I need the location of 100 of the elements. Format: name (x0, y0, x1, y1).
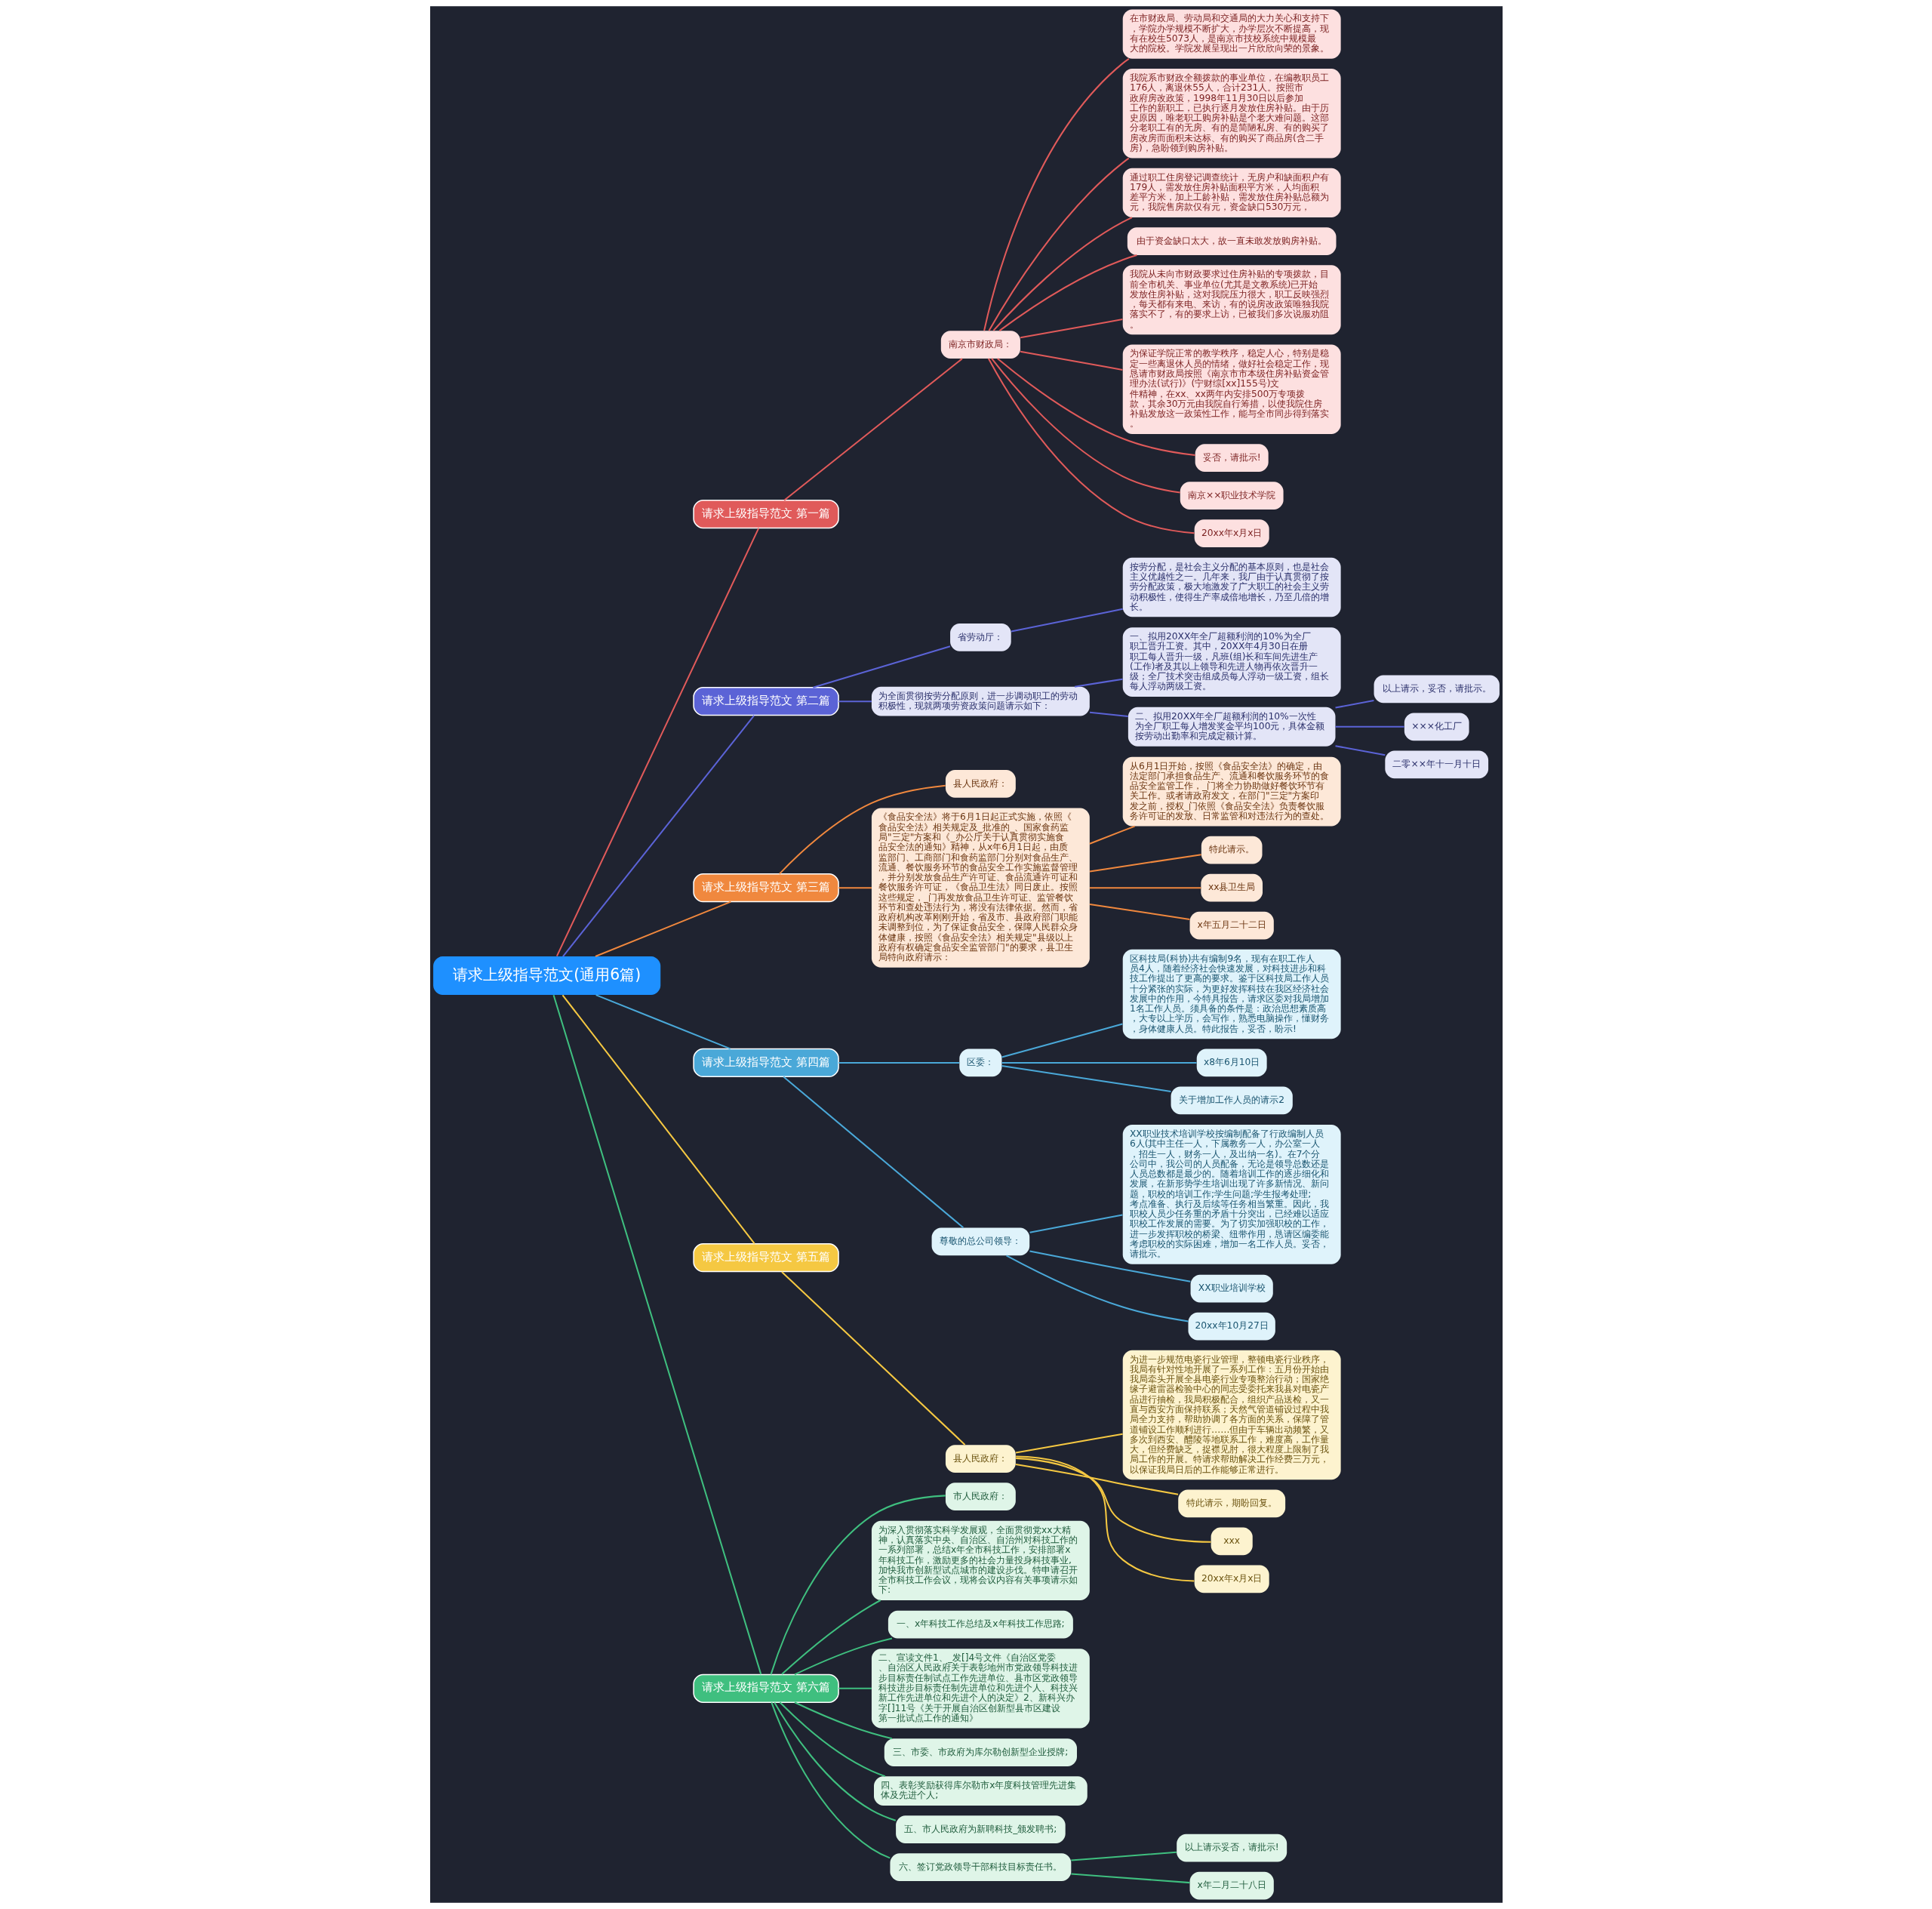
connector (983, 58, 1129, 331)
node-box: 一、x年科技工作总结及x年科技工作思路; (888, 1610, 1073, 1639)
connector (778, 784, 946, 875)
node-box: 按劳分配，是社会主义分配的基本原则，也是社会主义优越性之一。几年来，我厂由于认真贯彻了按劳分配政策，极大地激发了广大职工的社会主义劳动积极性，使得生产率成倍地增长，乃至几倍的增长。 (1122, 557, 1341, 617)
connector (555, 528, 759, 957)
connector (595, 994, 731, 1050)
connector (561, 715, 755, 957)
connector (838, 887, 872, 889)
node-box: 尊敬的总公司领导： (931, 1227, 1029, 1256)
node-box: xxx (1211, 1527, 1253, 1556)
connector (1070, 1851, 1177, 1861)
connector (561, 994, 755, 1245)
connector (780, 1600, 881, 1675)
connector (1011, 608, 1123, 633)
node-box: 请求上级指导范文 第三篇 (692, 873, 839, 903)
node-box: 五、市人民政府为新聘科技_颁发聘书; (895, 1815, 1066, 1844)
connector (996, 358, 1195, 457)
node-box: 妥否，请批示! (1195, 444, 1269, 472)
connector (1020, 350, 1123, 371)
node-box: 南京××职业技术学院 (1180, 482, 1284, 510)
connector (838, 700, 872, 703)
node-box: 《食品安全法》将于6月1日起正式实施，依照《食品安全法》相关规定及_批准的_、国家食药监局"三定"方案和《_办公厅关于认真贯彻实施食品安全法的通知》精神，从x年6月1日起，由质监部门、工商部门和食药监部门分别对食品生产、流通、餐饮服务环节的食品安全工作实施监督管理，并分别发放食品生产许可证、食品流通许可证和餐饮服务许可证，《食品卫生法》同日废止。按照这些规定，_门再发放食品卫生许可证、监管餐饮环节和查处违法行为，将没有法律依据。然而，省政府机构改革刚刚开始，省及市、县政府部门职能未调整到位，为了保证食品安全，保障人民群众身体健康，按照《食品安全法》相关规定"县级以上政府有权确定食品安全监管部门"的要求，县卫生局特向政府请示： (871, 808, 1090, 968)
connector (552, 995, 761, 1675)
connector (838, 1687, 872, 1689)
connector (990, 358, 1180, 494)
node-box: 二零××年十一月十日 (1384, 750, 1488, 779)
node-box: 关于增加工作人员的请示2 (1171, 1086, 1293, 1115)
connector (992, 217, 1132, 331)
node-box: 特此请示，期盼回复。 (1177, 1489, 1285, 1518)
node-box: 以上请示妥否，请批示! (1176, 1834, 1287, 1862)
node-box: 三、市委、市政府为库尔勒创新型企业授牌; (884, 1738, 1077, 1766)
connector (838, 1061, 959, 1064)
connector (794, 1637, 892, 1676)
node-box: 为深入贯彻落实科学发展观，全面贯彻党xx大精神，认真落实中央、自治区、自治州对科技工作的一系列部署，总结x年全市科技工作，安排部署x年科技工作，激励更多的社会力量投身科技事业,加快我市创新型试点城市的建设步伐。特申请召开全市科技工作会议，现将会议内容有关事项请示如下: (871, 1520, 1090, 1600)
node-box: 县人民政府： (945, 1445, 1016, 1473)
node-box: 20xx年10月27日 (1188, 1312, 1275, 1341)
connector (783, 1076, 964, 1229)
node-box: 通过职工住房登记调查统计，无房户和缺面积户有179人，需发放住房补贴面积平方米，人均面积差平方米，加上工龄补贴，需发放住房补贴总额为元，我院售房款仅有元，资金缺口530万元， (1122, 168, 1341, 218)
connector (988, 157, 1129, 331)
node-box: 南京市财政局： (940, 331, 1020, 359)
node-box: x年五月二十二日 (1189, 911, 1274, 940)
node-box: 四、表彰奖励获得库尔勒市x年度科技管理先进集体及先进个人; (873, 1776, 1088, 1806)
connector (1089, 887, 1201, 889)
node-box: 在市财政局、劳动局和交通局的大力关心和支持下，学院办学规模不断扩大，办学层次不断提高，现有在校生5073人，是南京市技校系统中规模最大的院校。学院发展呈现出一片欣欣向荣的景象。 (1122, 9, 1341, 59)
connector (1020, 319, 1123, 339)
node-box: 市人民政府： (945, 1483, 1016, 1511)
connector (1334, 745, 1385, 756)
connector (987, 358, 1195, 534)
connector (1335, 725, 1404, 728)
node-box: 请求上级指导范文 第六篇 (692, 1673, 839, 1703)
node-box: xx县卫生局 (1200, 873, 1263, 902)
node-box: 区科技局(科协)共有编制9名，现有在职工作人员4人，随着经济社会快速发展，对科技进步和科技工作提出了更高的要求。鉴于区科技局工作人员十分紧张的实际，为更好发挥科技在我区经济社会发展中的作用，今特具报告，请求区委对我局增加1名工作人员。须具备的条件是：政治思想素质高，大专以上学历，会写作，熟悉电脑操作，懂财务，身体健康人员。特此报告，妥否，盼示! (1122, 949, 1341, 1039)
node-box: x8年6月10日 (1196, 1048, 1267, 1077)
connector (1015, 1455, 1194, 1582)
node-box: 我院从未向市财政要求过住房补贴的专项拨款，目前全市机关、事业单位(尤其是文教系统)已开始发放住房补贴，这对我院压力很大，职工反映强烈，每天都有来电、来访，有的说房改政策唯独我院落实不了，有的要求上访，已被我们多次说服劝阻。 (1122, 265, 1341, 335)
connector (1001, 1023, 1123, 1058)
node-box: 由于资金缺口太大，故一直未敢发放购房补贴。 (1127, 227, 1336, 256)
connector (780, 1271, 965, 1446)
connector (770, 1701, 890, 1859)
node-box: 二、宣读文件1、_发[]4号文件《自治区党委、自治区人民政府关于表彰地州市党政领导科技进步目标责任制试点工作先进单位、县市区党政领导科技进步目标责任制先进单位和先进个人、科技兴新工作先进单位和先进个人的决定》2、新科兴办字[]11号《关于开展自治区创新型县市区建设第一批试点工作的通知》 (871, 1649, 1090, 1729)
connector (1089, 825, 1135, 845)
connector (1001, 1061, 1196, 1064)
connector (794, 1701, 892, 1740)
node-box: XX职业技术培训学校按编制配备了行政编制人员6人(其中主任一人，下属教务一人，办公室一人，招生一人，财务一人，及出纳一名)。在7个分公司中，我公司的人员配备，无论是领导总数还是人员总数都是最少的。随着培训工作的逐步细化和发展，在新形势学生培训出现了许多新情况、新问题，职校的培训工作;学生问题;学生报考处理;考点准备、执行及后续等任务相当繁重。因此，我职校人员少任务重的矛盾十分突出，已经难以适应职校工作发展的需要。为了切实加强职校的工作，进一步发挥职校的桥梁、纽带作用，恳请区编委能考虑职校的实际困难，增加一名工作人员。妥否，请批示。 (1122, 1125, 1341, 1264)
node-box: 六、签订党政领导干部科技目标责任书。 (889, 1853, 1071, 1882)
node-box: 请求上级指导范文 第五篇 (692, 1243, 839, 1273)
node-box: 20xx年x月x日 (1194, 519, 1269, 547)
connector (1029, 1250, 1190, 1282)
connector (779, 1701, 885, 1778)
node-box: 从6月1日开始，按照《食品安全法》的确定，由法定部门承担食品生产、流通和餐饮服务环节的食品安全监管工作，_门将全力协助做好餐饮环节有关工作。或者请政府发文，在部门"三定"方案印发之前，授权_门依照《食品安全法》负责餐饮服务许可证的发放、日常监管和对违法行为的查处。 (1122, 756, 1341, 827)
connector (595, 901, 731, 957)
connector (773, 1701, 896, 1821)
node-box: 二、拟用20XX年全厂超额利润的10%一次性为全厂职工每人增发奖金平均100元，具体金额按劳动出勤率和完成定额计算。 (1128, 707, 1335, 747)
connector (1015, 1433, 1123, 1454)
node-box: 区委： (958, 1048, 1001, 1077)
connector (1334, 700, 1374, 709)
node-box: 请求上级指导范文(通用6篇) (432, 956, 660, 996)
connector (1089, 903, 1190, 920)
node-box: 特此请示。 (1201, 836, 1262, 864)
node-box: 为全面贯彻按劳分配原则，进一步调动职工的劳动积极性，现就两项劳资政策问题请示如下： (871, 686, 1090, 716)
node-box: 为进一步规范电瓷行业管理，整顿电瓷行业秩序，我局有针对性地开展了一系列工作：五月份开始由我局牵头开展全县电瓷行业专项整治行动；国家绝缘子避雷器检验中心的同志受委托来我县对电瓷产品进行抽检，我局积极配合，组织产品送检，又一直与西安方面保持联系；天然气管道铺设过程中我局全力支持，帮助协调了各方面的关系，保障了管道铺设工作顺利进行……但由于车辆出动频繁，又多次到西安、醴陵等地联系工作，难度高，工作量大，但经费缺乏，捉襟见肘，很大程度上限制了我局工作的开展。特请求帮助解决工作经费三万元，以保证我局日后的工作能够正常进行。 (1122, 1350, 1341, 1480)
connector (1089, 711, 1128, 717)
node-box: 请求上级指导范文 第二篇 (692, 687, 839, 716)
node-box: 以上请示，妥否，请批示。 (1374, 675, 1500, 704)
connector (1005, 1255, 1189, 1322)
connector (1001, 1065, 1171, 1092)
node-box: 请求上级指导范文 第一篇 (692, 499, 839, 529)
connector (1089, 854, 1201, 873)
node-box: 为保证学院正常的教学秩序，稳定人心，特别是稳定一些离退休人员的情绪，做好社会稳定工作，现恳请市财政局按照《南京市市本级住房补贴资金管理办法(试行)》(宁财综[xx]155号)文件精神，在xx、xx两年内安排500万专项拨款，其余30万元由我院自行筹措，以使我院住房补贴发放这一政策性工作，能与全市同步得到落实。 (1122, 344, 1341, 434)
node-box: 请求上级指导范文 第四篇 (692, 1048, 839, 1078)
node-box: 省劳动厅： (949, 624, 1011, 651)
node-box: XX职业培训学校 (1190, 1274, 1273, 1303)
connector (1015, 1457, 1211, 1543)
node-box: 一、拟用20XX年全厂超额利润的10%为全厂职工晋升工资。其中，20XX年4月30日在册职工每人晋升一级，凡班(组)长和车间先进生产(工作)者及其以上领导和先进人物再依次晋升一级；全厂技术突击组成员每人浮动一级工资，组长每人浮动两级工资。 (1122, 627, 1341, 697)
connector (1029, 1214, 1123, 1233)
connector (1074, 678, 1123, 688)
connector (1015, 1464, 1178, 1495)
node-box: 20xx年x月x日 (1194, 1565, 1269, 1593)
node-box: 县人民政府： (945, 770, 1016, 798)
connector (783, 358, 963, 501)
